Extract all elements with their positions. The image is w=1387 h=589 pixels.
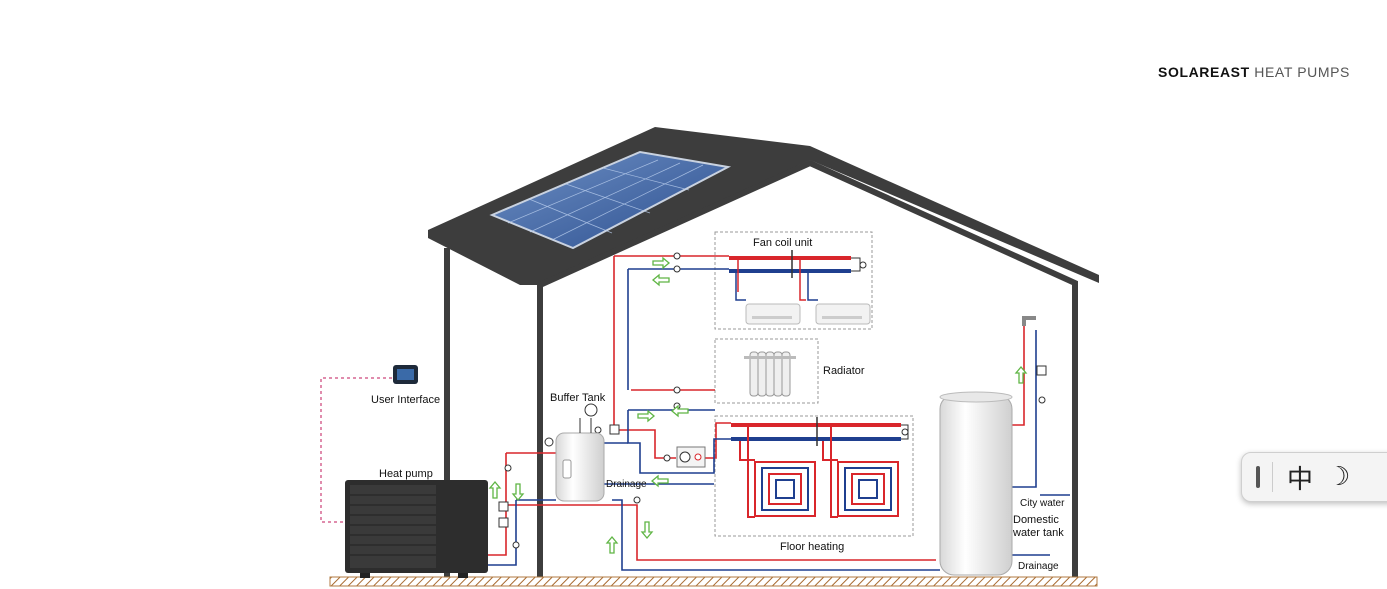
fan-coil-label: Fan coil unit	[753, 237, 812, 249]
ground	[329, 576, 1098, 587]
buffer-tank-label: Buffer Tank	[550, 392, 606, 404]
floor-heating-label: Floor heating	[780, 541, 844, 553]
radiator-box	[714, 338, 819, 404]
floor-heating-coil-right	[822, 427, 899, 518]
flow-arrows	[488, 256, 1028, 554]
radiator-unit	[744, 351, 796, 397]
house-roof	[428, 127, 1099, 285]
solar-panel	[489, 150, 732, 250]
return-piping	[488, 268, 1070, 571]
buffer-drainage-label: Drainage	[606, 479, 647, 490]
inner-wall	[537, 159, 1078, 577]
filters	[498, 365, 1047, 528]
floor-heating-box	[714, 415, 914, 537]
fan-coil-indoor-unit	[815, 303, 871, 325]
toolbar-divider	[1272, 462, 1273, 492]
circulation-pump	[676, 446, 706, 468]
fan-coil-box	[714, 231, 873, 330]
domestic-tank-label-2: water tank	[1012, 527, 1064, 539]
fan-coil-indoor-unit	[745, 303, 801, 325]
city-water-label: City water	[1020, 498, 1065, 509]
heat-pump-unit	[345, 480, 488, 578]
faucet	[1022, 316, 1036, 326]
brand-title: SOLAREAST HEAT PUMPS	[1158, 64, 1350, 80]
moon-icon[interactable]: ☽	[1327, 462, 1351, 492]
heat-pump-label: Heat pump	[379, 468, 433, 480]
user-interface-label: User Interface	[371, 394, 440, 406]
domestic-water-tank	[939, 391, 1013, 576]
domestic-tank-label-1: Domestic	[1013, 514, 1059, 526]
user-interface-controller	[393, 365, 418, 384]
supply-piping	[488, 255, 1025, 561]
valves	[504, 252, 1046, 549]
pressure-gauge	[544, 437, 554, 447]
floor-heating-coil-left	[739, 427, 816, 518]
brand-subtitle: HEAT PUMPS	[1254, 64, 1350, 80]
brand-name: SOLAREAST	[1158, 64, 1250, 80]
buffer-tank	[555, 403, 605, 502]
radiator-label: Radiator	[823, 365, 865, 377]
input-mode-button[interactable]: 中	[1287, 464, 1314, 495]
drag-handle-icon[interactable]	[1256, 466, 1260, 488]
tank-drainage-label: Drainage	[1018, 561, 1059, 572]
ime-toolbar[interactable]: 中 ☽	[1241, 452, 1387, 502]
